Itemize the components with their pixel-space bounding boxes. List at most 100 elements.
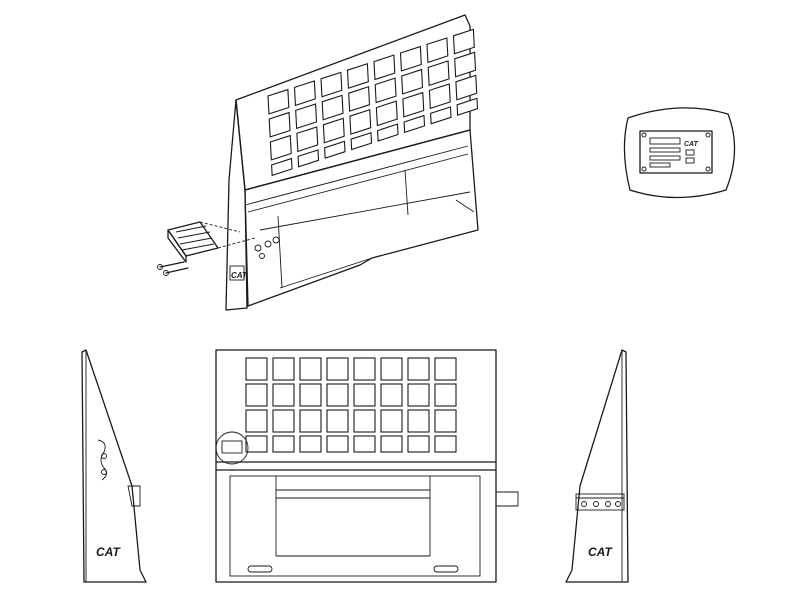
floor-seam xyxy=(404,169,409,216)
grid-cell xyxy=(271,157,293,177)
nameplate-location xyxy=(221,440,243,454)
grid-cell xyxy=(272,409,295,433)
grid-cell xyxy=(272,435,295,453)
grid-cell xyxy=(353,357,376,381)
bolt-hole xyxy=(272,236,280,244)
plate-field xyxy=(649,155,681,161)
rivet xyxy=(705,166,711,172)
grid-cell xyxy=(455,74,478,101)
rivet xyxy=(641,166,647,172)
ledge-line xyxy=(244,145,469,206)
pivot-pin xyxy=(101,469,107,475)
grid-cell xyxy=(434,435,457,453)
grid-cell xyxy=(272,357,295,381)
front-grid xyxy=(245,357,457,453)
grid-cell xyxy=(321,94,344,121)
inner-edge xyxy=(277,215,283,289)
rivet xyxy=(641,132,647,138)
grid-cell xyxy=(346,63,369,89)
grid-cell xyxy=(269,134,292,161)
grid-cell xyxy=(348,86,371,112)
step-hole xyxy=(593,501,599,507)
grid-cell xyxy=(380,409,403,433)
bolt-hole xyxy=(259,253,265,259)
plate-field xyxy=(649,162,671,168)
grid-cell xyxy=(456,97,479,116)
grid-cell xyxy=(374,77,397,104)
grid-cell xyxy=(245,435,268,453)
left-cat-logo: CAT xyxy=(96,545,121,559)
right-cat-logo: CAT xyxy=(588,545,613,559)
hook-detail xyxy=(97,439,107,481)
cat-logo-plate xyxy=(229,265,245,281)
grid-cell xyxy=(245,383,268,407)
ledge-line xyxy=(247,153,469,213)
step-hole xyxy=(581,501,587,507)
plate-symbol xyxy=(685,157,695,164)
grid-cell xyxy=(272,383,295,407)
grid-cell xyxy=(407,383,430,407)
right-side-view: CAT xyxy=(565,349,629,583)
grid-cell xyxy=(297,149,320,168)
lip-line xyxy=(455,199,475,213)
grid-cell xyxy=(349,109,372,135)
grid-cell xyxy=(399,45,422,72)
pivot-pin xyxy=(101,453,107,459)
right-side-profile xyxy=(565,349,629,583)
slot xyxy=(247,565,273,573)
grid-cell xyxy=(403,114,426,134)
nameplate-detail: CAT xyxy=(623,107,736,199)
floor-edge xyxy=(279,257,373,289)
grid-cell xyxy=(375,100,398,127)
grid-cell xyxy=(434,383,457,407)
grid-cell xyxy=(326,435,349,453)
grid-cell xyxy=(377,123,399,142)
grid-cell xyxy=(326,409,349,433)
rivet xyxy=(705,132,711,138)
grid-cell xyxy=(324,140,346,159)
grid-cell xyxy=(373,54,396,81)
grid-cell xyxy=(353,435,376,453)
bucket-inner xyxy=(229,475,481,577)
bolt-hole xyxy=(264,240,272,248)
plate-logo-text: CAT xyxy=(684,141,699,148)
grid-cell xyxy=(299,357,322,381)
grid-cell xyxy=(434,409,457,433)
grid-cell xyxy=(299,409,322,433)
grid-cell xyxy=(268,111,291,138)
serial-plate xyxy=(639,130,713,174)
slot xyxy=(433,565,459,573)
front-outline xyxy=(215,349,497,583)
grid-cell xyxy=(293,80,316,107)
grid-cell xyxy=(407,409,430,433)
grid-cell xyxy=(295,103,318,130)
step-assembly xyxy=(157,221,256,276)
step-hole xyxy=(615,501,621,507)
grid-cell xyxy=(401,68,424,95)
grid-cell xyxy=(299,383,322,407)
front-step xyxy=(495,491,519,507)
step-bracket xyxy=(127,485,141,507)
grid-cell xyxy=(320,71,343,98)
plate-symbol xyxy=(685,149,695,156)
step-hole xyxy=(605,501,611,507)
grid-cell xyxy=(428,83,451,110)
grid-cell xyxy=(452,28,475,55)
grid-cell xyxy=(326,383,349,407)
left-side-plate xyxy=(225,99,248,311)
grid-cell xyxy=(380,383,403,407)
nameplate-callout xyxy=(215,431,249,465)
grid-cell xyxy=(380,357,403,381)
grid-cell xyxy=(267,88,290,115)
front-view xyxy=(215,349,519,583)
side-step xyxy=(575,493,625,511)
grid-cell xyxy=(434,357,457,381)
grid-cell xyxy=(402,91,425,118)
grid-cell xyxy=(454,51,477,78)
grid-cell xyxy=(407,357,430,381)
iso-grid xyxy=(267,28,479,177)
left-side-view: CAT xyxy=(81,349,147,583)
grid-cell xyxy=(326,357,349,381)
grid-cell xyxy=(353,383,376,407)
